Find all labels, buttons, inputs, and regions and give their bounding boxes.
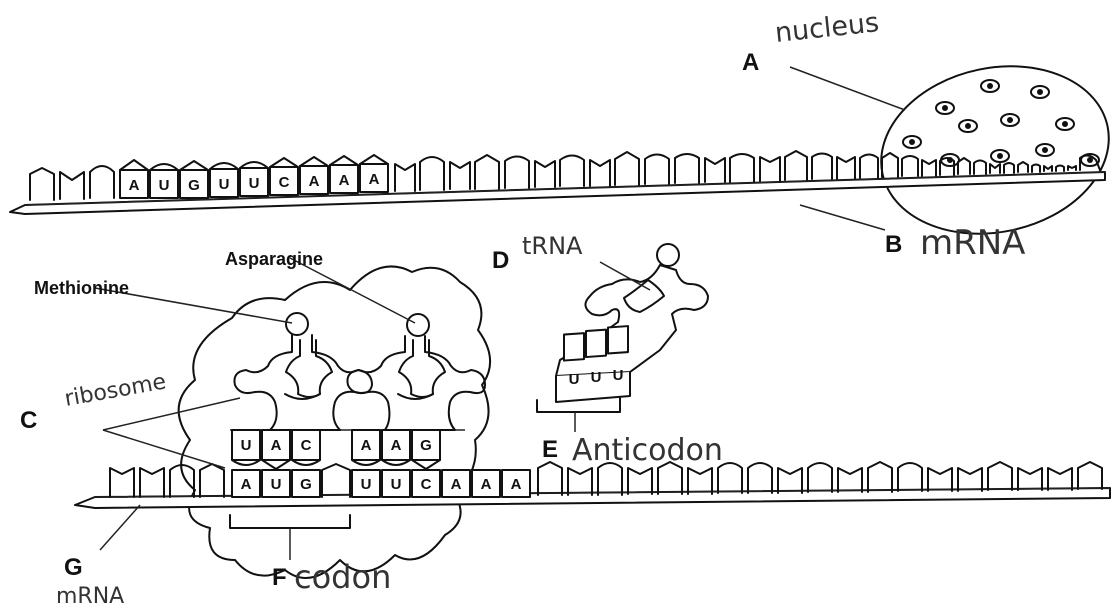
handwritten-mrna-b: mRNA — [920, 223, 1025, 263]
bottom-base-5: U — [391, 476, 402, 493]
bottom-base-6: C — [421, 476, 432, 493]
trna2-base-3: G — [420, 437, 432, 454]
top-base-8: A — [339, 172, 350, 189]
bottom-base-2: U — [271, 476, 282, 493]
handwritten-anticodon: Anticodon — [572, 433, 723, 468]
trna1-base-2: A — [271, 437, 282, 454]
trna1-base-1: U — [241, 437, 252, 454]
bottom-mrna-strand: A U G U U C A A A — [75, 462, 1110, 508]
free-trna-base-1: U — [569, 371, 580, 388]
top-base-6: C — [279, 174, 290, 191]
label-asparagine: Asparagine — [225, 249, 323, 269]
label-methionine: Methionine — [34, 278, 129, 298]
trna-asparagine-anticodon: A A G — [352, 430, 440, 469]
handwritten-mrna-g: mRNA — [56, 584, 124, 607]
codon-bracket — [230, 515, 350, 560]
label-b: B — [885, 231, 902, 258]
bottom-base-7: A — [451, 476, 462, 493]
trna2-base-2: A — [391, 437, 402, 454]
free-trna-base-2: U — [591, 369, 602, 386]
label-f: F — [272, 564, 287, 591]
label-d: D — [492, 247, 509, 274]
trna1-base-3: C — [301, 437, 312, 454]
label-g: G — [64, 554, 83, 581]
bottom-base-1: A — [241, 476, 252, 493]
label-a: A — [742, 49, 759, 76]
top-base-1: A — [129, 177, 140, 194]
bottom-base-3: G — [300, 476, 312, 493]
top-base-4: U — [219, 176, 230, 193]
trna-methionine-anticodon: U A C — [232, 430, 320, 469]
trna-asparagine — [347, 314, 485, 430]
label-e: E — [542, 436, 558, 463]
bottom-base-4: U — [361, 476, 372, 493]
handwritten-nucleus: nucleus — [773, 7, 880, 49]
bottom-base-8: A — [481, 476, 492, 493]
free-trna-base-3: U — [613, 367, 624, 384]
top-base-9: A — [369, 171, 380, 188]
handwritten-trna: tRNA — [522, 232, 583, 260]
trna2-base-1: A — [361, 437, 372, 454]
top-base-3: G — [188, 177, 200, 194]
free-trna: U U U — [537, 244, 708, 432]
handwritten-codon: codon — [294, 558, 391, 596]
top-base-2: U — [159, 177, 170, 194]
top-base-5: U — [249, 175, 260, 192]
label-c: C — [20, 407, 37, 434]
handwritten-ribosome: ribosome — [63, 369, 168, 411]
bottom-base-9: A — [511, 476, 522, 493]
top-base-7: A — [309, 173, 320, 190]
